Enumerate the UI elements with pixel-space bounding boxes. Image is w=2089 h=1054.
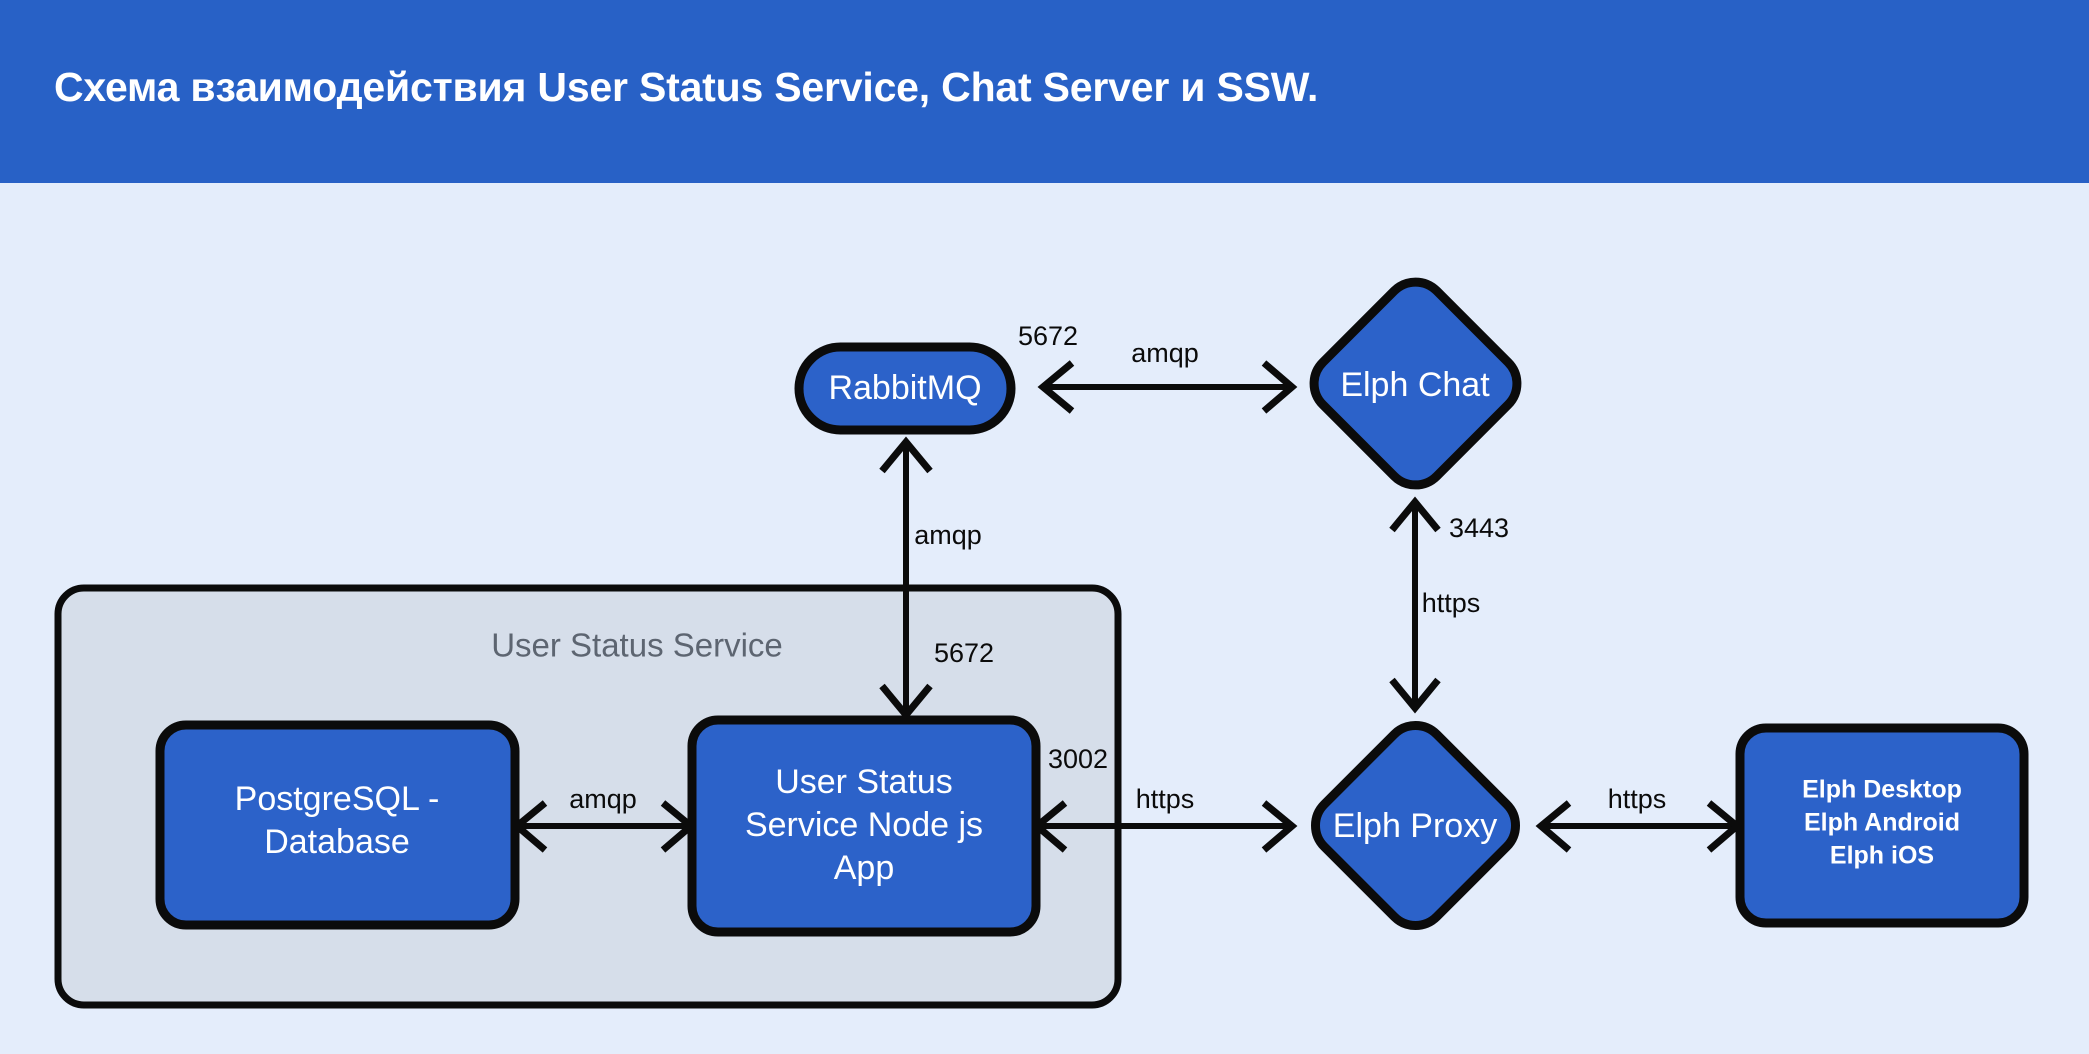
node-shape[interactable] — [794, 342, 1016, 435]
edge-rabbitmq-user-status-app: amqp 5672 — [879, 436, 994, 721]
group-title: User Status Service — [491, 627, 783, 664]
edge-user-status-app-elph-proxy: https 3002 — [1031, 744, 1298, 853]
arrow-head-bottom — [879, 683, 933, 721]
arrow-head-bottom — [1389, 677, 1441, 714]
node-shape[interactable] — [687, 715, 1041, 937]
node-shape[interactable] — [1735, 723, 2029, 928]
arrow-head-right — [1261, 360, 1298, 414]
arrow-head-left — [1037, 360, 1075, 414]
node-postgres[interactable]: PostgreSQL - Database — [155, 720, 520, 930]
node-label-line2: Service Node js — [745, 806, 983, 844]
diagram-canvas: User Status Service amqp 5672 amqp 5672 — [0, 183, 2089, 1054]
node-label: Elph Chat — [1340, 366, 1490, 404]
node-label-line2: Elph Android — [1804, 809, 1960, 837]
node-elph-chat[interactable]: Elph Chat — [1302, 270, 1530, 498]
node-shape[interactable] — [1302, 270, 1530, 498]
node-user-status-app[interactable]: User Status Service Node js App — [687, 715, 1041, 937]
node-clients[interactable]: Elph Desktop Elph Android Elph iOS — [1735, 723, 2029, 928]
node-label-line1: Elph Desktop — [1802, 776, 1962, 804]
node-label-line2: Database — [264, 823, 410, 861]
node-label: Elph Proxy — [1333, 807, 1497, 845]
edge-label-port: 5672 — [1018, 321, 1078, 351]
header-band: Схема взаимодействия User Status Service… — [0, 0, 2089, 183]
node-shape[interactable] — [155, 720, 520, 930]
page-title: Схема взаимодействия User Status Service… — [54, 64, 1319, 110]
edge-label-protocol: https — [1422, 588, 1481, 618]
edge-label-protocol: amqp — [1131, 338, 1199, 368]
arrow-head-top — [1389, 496, 1441, 533]
arrow-head-top — [879, 436, 933, 474]
edge-label-port: 5672 — [934, 638, 994, 668]
node-label-line1: User Status — [775, 763, 953, 801]
edge-rabbitmq-elph-chat: amqp 5672 — [1018, 321, 1298, 414]
node-label-line3: Elph iOS — [1830, 842, 1934, 870]
arrow-head-right — [1261, 800, 1298, 853]
node-label-line3: App — [834, 849, 895, 887]
node-rabbitmq[interactable]: RabbitMQ — [794, 342, 1016, 435]
edge-label-protocol: https — [1136, 784, 1195, 814]
edge-label-protocol: amqp — [569, 784, 637, 814]
edge-postgres-user-status-app: amqp — [511, 784, 697, 853]
edge-label-port: 3002 — [1048, 744, 1108, 774]
node-shape[interactable] — [1303, 713, 1528, 938]
edge-label-protocol: amqp — [914, 520, 982, 550]
edge-label-port: 3443 — [1449, 513, 1509, 543]
edge-elph-chat-elph-proxy: https 3443 — [1389, 496, 1509, 714]
edge-elph-proxy-clients: https — [1535, 784, 1743, 853]
node-elph-proxy[interactable]: Elph Proxy — [1303, 713, 1528, 938]
arrow-head-left — [1535, 800, 1572, 853]
node-label: RabbitMQ — [828, 369, 981, 407]
node-label-line1: PostgreSQL - — [235, 780, 440, 818]
edge-label-protocol: https — [1608, 784, 1667, 814]
